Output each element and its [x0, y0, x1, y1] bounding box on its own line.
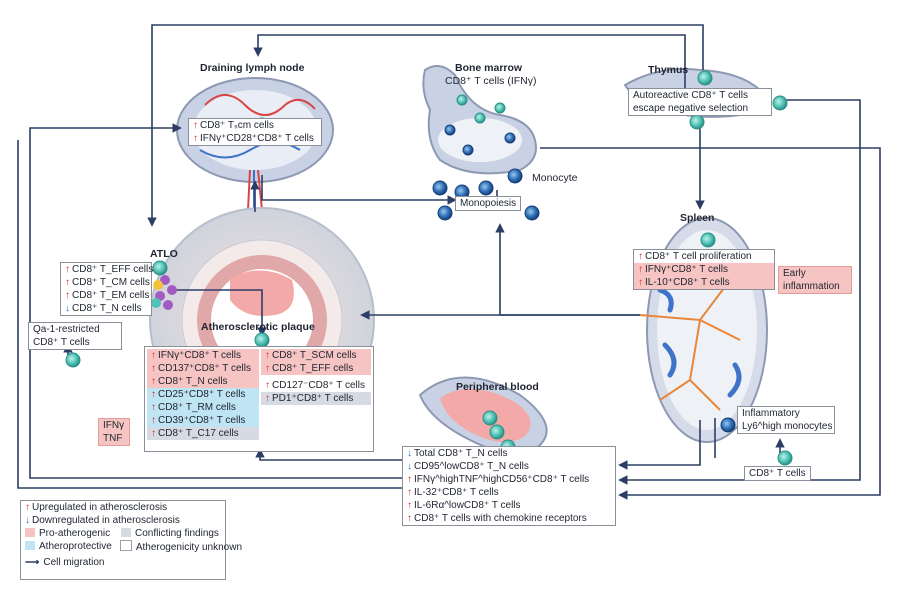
- plaque-title: Atherosclerotic plaque: [201, 321, 315, 333]
- spleen-item: ↑IL-10⁺CD8⁺ T cells: [634, 276, 774, 289]
- cd8-t-cells-text: CD8⁺ T cells: [749, 468, 806, 479]
- tnf-line: TNF: [103, 433, 123, 444]
- legend: ↑Upregulated in atherosclerosis ↓Downreg…: [20, 500, 242, 580]
- plaque-item: ↑PD1⁺CD8⁺ T cells: [261, 392, 371, 405]
- plaque-item: ↑CD8⁺ T_N cells: [147, 375, 259, 388]
- inflammatory-monocytes-box: Inflammatory Ly6^high monocytes: [737, 406, 835, 434]
- plaque-item: ↑CD8⁺ T_SCM cells: [261, 349, 371, 362]
- blood-item: ↑IFNγ^highTNF^highCD56⁺CD8⁺ T cells: [407, 474, 590, 485]
- plaque-item: ↑CD25⁺CD8⁺ T cells: [147, 388, 259, 401]
- blood-item: ↑IL-6Rα^lowCD8⁺ T cells: [407, 500, 521, 511]
- blood-item: ↓CD95^lowCD8⁺ T_N cells: [407, 461, 529, 472]
- lymph-node-box: ↑CD8⁺ Tₛcm cells ↑IFNγ⁺CD28⁺CD8⁺ T cells: [188, 118, 322, 146]
- lymph-node-item: ↑IFNγ⁺CD28⁺CD8⁺ T cells: [193, 133, 314, 144]
- ifn-line: IFNγ: [103, 420, 125, 431]
- plaque-item: ↑CD8⁺ T_RM cells: [147, 401, 259, 414]
- plaque-item: ↑CD137⁺CD8⁺ T cells: [147, 362, 259, 375]
- spleen-item: ↑CD8⁺ T cell proliferation: [638, 251, 752, 262]
- blood-item: ↓Total CD8⁺ T_N cells: [407, 448, 508, 459]
- legend-swatch-row-2: Atheroprotective Atherogenicity unknown: [21, 540, 242, 554]
- migration-arrows: [17, 24, 881, 500]
- blood-item: ↑CD8⁺ T cells with chemokine receptors: [407, 513, 587, 524]
- inflammatory-line: Inflammatory: [742, 408, 800, 419]
- legend-migration: ⟶Cell migration: [25, 557, 105, 568]
- atlo-item: ↑CD8⁺ T_EM cells: [65, 290, 150, 301]
- spleen-title: Spleen: [680, 212, 715, 224]
- cd8-t-cells-box: CD8⁺ T cells: [744, 466, 811, 481]
- monopoiesis-box: Monopoiesis: [455, 196, 522, 211]
- plaque-item: ↑CD39⁺CD8⁺ T cells: [147, 414, 259, 427]
- legend-pro: Pro-atherogenic: [21, 527, 117, 540]
- inflammatory-line: Ly6^high monocytes: [742, 421, 833, 432]
- early-inflammation-box: Early inflammation: [778, 266, 852, 294]
- plaque-item: ↑CD8⁺ T_EFF cells: [261, 362, 371, 375]
- legend-up: ↑Upregulated in atherosclerosis: [25, 502, 168, 513]
- plaque-right-column: ↑CD8⁺ T_SCM cells ↑CD8⁺ T_EFF cells ↑CD1…: [261, 349, 371, 405]
- plaque-item: ↑CD127⁻CD8⁺ T cells: [265, 380, 365, 391]
- peripheral-blood-title: Peripheral blood: [456, 381, 539, 393]
- early-inflammation-line: Early: [783, 268, 806, 279]
- plaque-box: ↑IFNγ⁺CD8⁺ T cells ↑CD137⁺CD8⁺ T cells ↑…: [144, 346, 374, 452]
- early-inflammation-line: inflammation: [783, 281, 840, 292]
- bone-marrow-subtitle: CD8⁺ T cells (IFNγ): [445, 75, 537, 87]
- legend-swatch-row-1: Pro-atherogenic Conflicting findings: [21, 527, 225, 540]
- atlo-title: ATLO: [150, 248, 178, 260]
- blood-item: ↑IL-32⁺CD8⁺ T cells: [407, 487, 499, 498]
- atlo-item: ↑CD8⁺ T_EFF cells: [65, 264, 154, 275]
- monocyte-label: Monocyte: [532, 172, 578, 184]
- atlo-item: ↓CD8⁺ T_N cells: [65, 303, 142, 314]
- qa1-line: CD8⁺ T cells: [33, 337, 90, 348]
- spleen-item: ↑IFNγ⁺CD8⁺ T cells: [634, 263, 774, 276]
- monopoiesis-text: Monopoiesis: [460, 198, 517, 209]
- plaque-item: ↑CD8⁺ T_C17 cells: [147, 427, 259, 440]
- spleen-box: ↑CD8⁺ T cell proliferation ↑IFNγ⁺CD8⁺ T …: [633, 249, 775, 290]
- lymph-node-title: Draining lymph node: [200, 62, 305, 74]
- legend-protective: Atheroprotective: [21, 540, 116, 554]
- thymus-line: escape negative selection: [633, 103, 749, 114]
- atlo-box: ↑CD8⁺ T_EFF cells ↑CD8⁺ T_CM cells ↑CD8⁺…: [60, 262, 154, 316]
- ifn-tnf-box: IFNγ TNF: [98, 418, 130, 446]
- legend-down: ↓Downregulated in atherosclerosis: [25, 515, 180, 526]
- qa1-line: Qa-1-restricted: [33, 324, 100, 335]
- monocytes: [432, 124, 736, 433]
- legend-unknown: Atherogenicity unknown: [116, 540, 246, 554]
- thymus-title: Thymus: [648, 64, 689, 76]
- qa1-box: Qa-1-restricted CD8⁺ T cells: [28, 322, 122, 350]
- plaque-item: ↑IFNγ⁺CD8⁺ T cells: [147, 349, 259, 362]
- atlo-cluster: [151, 275, 177, 310]
- plaque-left-column: ↑IFNγ⁺CD8⁺ T cells ↑CD137⁺CD8⁺ T cells ↑…: [147, 349, 259, 440]
- bone-marrow-title: Bone marrow: [455, 62, 523, 74]
- atlo-item: ↑CD8⁺ T_CM cells: [65, 277, 150, 288]
- thymus-line: Autoreactive CD8⁺ T cells: [633, 90, 748, 101]
- legend-conflicting: Conflicting findings: [117, 527, 223, 540]
- blood-box: ↓Total CD8⁺ T_N cells ↓CD95^lowCD8⁺ T_N …: [402, 446, 616, 526]
- lymph-node-item: ↑CD8⁺ Tₛcm cells: [193, 120, 274, 131]
- thymus-box: Autoreactive CD8⁺ T cells escape negativ…: [628, 88, 772, 116]
